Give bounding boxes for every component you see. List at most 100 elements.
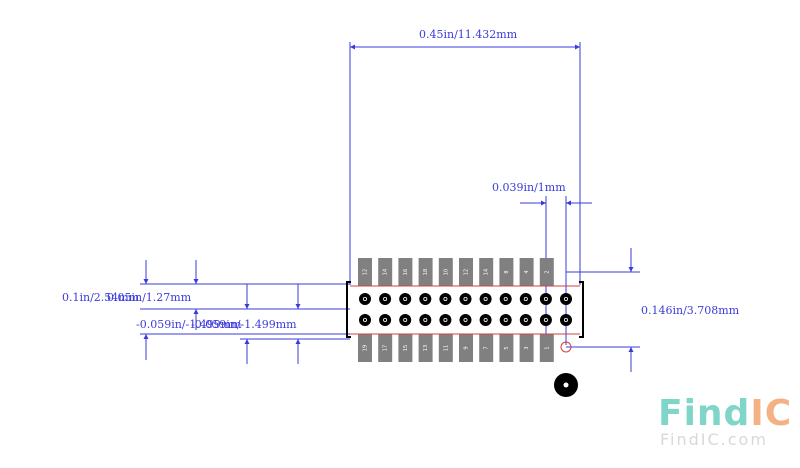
pin-hole-top [519, 293, 532, 305]
pad-bottom-label: 1 [544, 346, 550, 349]
pad-bottom-label: 19 [363, 345, 369, 351]
pin-hole-mark [463, 296, 468, 301]
pad-bottom-label: 7 [484, 346, 490, 349]
arrow-offset-a-top [244, 304, 250, 309]
pad-bottom-label: 3 [524, 346, 530, 349]
pin-one-keepout-marker [560, 341, 572, 353]
arrow-offset-b-top [295, 304, 301, 309]
pin-hole-mark [423, 296, 428, 301]
pin-hole-mark [463, 317, 468, 322]
pin-hole-mark [403, 296, 408, 301]
pin-hole-top [499, 293, 512, 305]
pad-bottom-label: 5 [504, 346, 510, 349]
watermark-ic: IC [750, 393, 793, 434]
pin-hole-top [419, 293, 432, 305]
arrow-row-pitch-bottom [143, 334, 149, 339]
pad-top-label: 4 [524, 270, 530, 273]
pin-hole-mark [564, 317, 569, 322]
pin-one-indicator-center [563, 382, 569, 388]
pad-bottom [499, 334, 514, 362]
dim-label-offset-a: -0.059in/-1.499mm [136, 318, 242, 331]
pad-top-label: 2 [544, 270, 550, 273]
pad-top [499, 258, 514, 286]
pad-top-label: 14 [484, 269, 490, 275]
pad-bottom [418, 334, 433, 362]
pin-hole-bottom [439, 314, 452, 326]
pin-hole-top [539, 293, 552, 305]
pad-bottom [398, 334, 413, 362]
dim-label-pin-pitch: 0.05in/1.27mm [107, 291, 192, 304]
pin-hole-mark [523, 317, 528, 322]
pin-hole-mark [483, 296, 488, 301]
pad-bottom [479, 334, 494, 362]
pin-hole-mark [362, 317, 367, 322]
arrow-offset-a-bottom [244, 339, 250, 344]
dim-label-overall-width: 0.45in/11.432mm [419, 28, 518, 41]
watermark-url: FindIC.com [660, 430, 768, 449]
pad-top [418, 258, 433, 286]
pin-hole-mark [443, 317, 448, 322]
pad-bottom-label: 13 [423, 345, 429, 351]
pin-hole-mark [383, 296, 388, 301]
pad-top-label: 14 [383, 269, 389, 275]
dim-label-row-pitch: 0.1in/2.54mm [62, 291, 140, 304]
pad-top [358, 258, 372, 286]
pin-hole-top [439, 293, 452, 305]
pin-hole-bottom [499, 314, 512, 326]
pad-bottom [459, 334, 473, 362]
arrow-height-top [628, 267, 634, 272]
pin-hole-bottom [399, 314, 412, 326]
pin-hole-bottom [419, 314, 432, 326]
arrow-pin-pitch-top [193, 279, 199, 284]
pad-top-label: 10 [443, 269, 449, 275]
pin-hole-top [379, 293, 392, 305]
pad-top [539, 258, 554, 286]
pin-hole-mark [503, 296, 508, 301]
pin-hole-mark [564, 296, 569, 301]
pad-top [459, 258, 473, 286]
pin-hole-mark [443, 296, 448, 301]
pad-top [438, 258, 453, 286]
arrow-overall-width-right [575, 44, 580, 50]
pin-hole-mark [383, 317, 388, 322]
pad-top-label: 16 [403, 269, 409, 275]
pad-bottom-label: 15 [403, 345, 409, 351]
pad-top [378, 258, 393, 286]
arrow-pad-width-left [541, 200, 546, 206]
pin-hole-bottom [519, 314, 532, 326]
body-outline-right [579, 281, 584, 338]
pad-bottom [358, 334, 372, 362]
pin-hole-top [459, 293, 472, 305]
pin-hole-top [560, 293, 572, 305]
pin-hole-top [359, 293, 371, 305]
pin-hole-mark [543, 317, 548, 322]
pin-hole-bottom [479, 314, 492, 326]
pad-bottom [438, 334, 453, 362]
pad-bottom-label: 9 [464, 346, 470, 349]
dim-label-pad-width: 0.039in/1mm [492, 181, 566, 194]
watermark-find: Find [658, 393, 751, 434]
pad-bottom [378, 334, 393, 362]
pin-hole-bottom [560, 314, 572, 326]
pad-bottom [519, 334, 534, 362]
dim-label-overall-height: 0.146in/3.708mm [641, 304, 740, 317]
arrow-overall-width-left [350, 44, 355, 50]
pin-hole-mark [423, 317, 428, 322]
pin-hole-bottom [459, 314, 472, 326]
pad-bottom [539, 334, 554, 362]
pin-hole-mark [543, 296, 548, 301]
pin-hole-top [479, 293, 492, 305]
pin-hole-top [399, 293, 412, 305]
watermark-logo: FindIC [658, 396, 792, 432]
pin-hole-mark [483, 317, 488, 322]
arrow-pin-pitch-bottom [193, 309, 199, 314]
arrow-height-bottom [628, 347, 634, 352]
body-outline-left [346, 281, 351, 338]
pin-hole-mark [503, 317, 508, 322]
arrow-offset-b-bottom [295, 339, 301, 344]
pin-hole-bottom [359, 314, 371, 326]
pin-hole-mark [403, 317, 408, 322]
pin-hole-mark [362, 296, 367, 301]
